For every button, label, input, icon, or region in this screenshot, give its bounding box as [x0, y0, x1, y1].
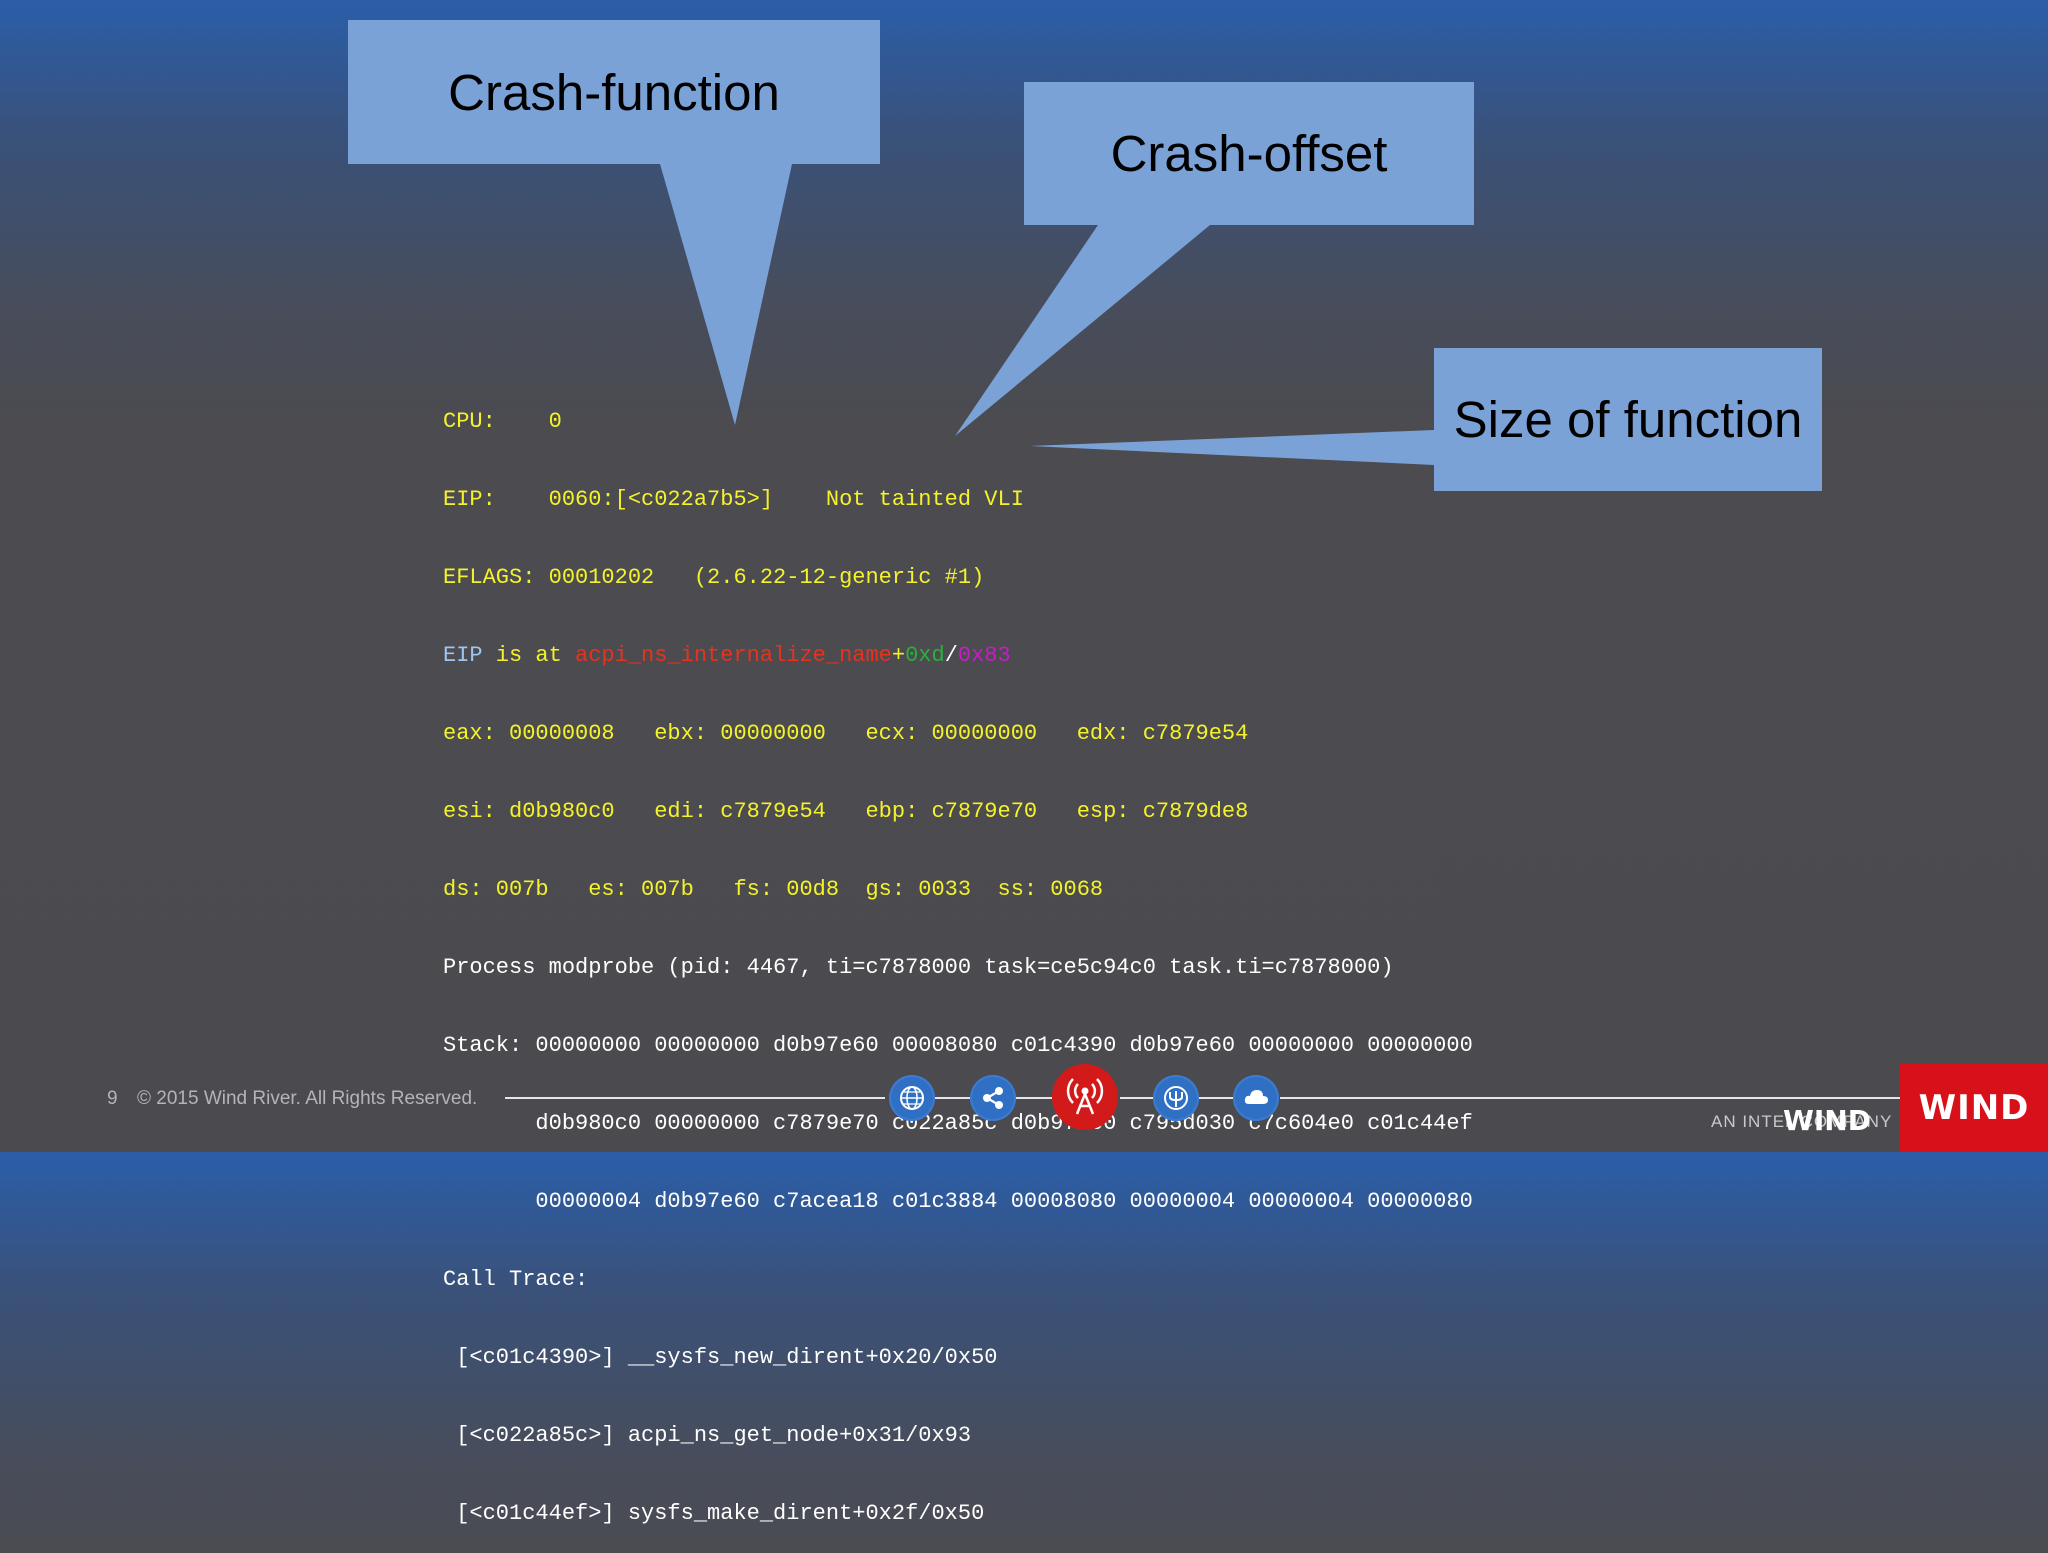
size-of-function-callout — [1030, 348, 1822, 491]
footer-divider — [1016, 1097, 1052, 1099]
cpu-line: CPU: 0 — [443, 409, 562, 434]
globe-icon[interactable] — [889, 1075, 935, 1121]
broadcast-icon[interactable] — [1052, 1064, 1118, 1130]
share-icon[interactable] — [970, 1075, 1016, 1121]
slash-sign: / — [944, 643, 958, 668]
stack-line-1: Stack: 00000000 00000000 d0b97e60 000080… — [443, 1033, 1473, 1058]
kernel-oops-dump: CPU: 0 EIP: 0060:[<c022a7b5>] Not tainte… — [443, 357, 1473, 1553]
cloud-icon[interactable] — [1233, 1075, 1279, 1121]
footer-divider — [1198, 1097, 1234, 1099]
call-trace-entry: [<c022a85c>] acpi_ns_get_node+0x31/0x93 — [443, 1423, 972, 1448]
callout-shapes — [348, 20, 1822, 491]
call-trace-entry: [<c01c4390>] __sysfs_new_dirent+0x20/0x5… — [443, 1345, 998, 1370]
stack-line-2: d0b980c0 00000000 c7879e70 c022a85c d0b9… — [443, 1111, 1473, 1136]
eip-label: EIP — [443, 643, 483, 668]
registers-line-2: esi: d0b980c0 edi: c7879e54 ebp: c7879e7… — [443, 799, 1249, 824]
process-line: Process modprobe (pid: 4467, ti=c7878000… — [443, 955, 1394, 980]
crash-offset-callout — [955, 82, 1474, 436]
eflags-line: EFLAGS: 00010202 (2.6.22-12-generic #1) — [443, 565, 985, 590]
call-trace-header: Call Trace: — [443, 1267, 589, 1292]
stack-line-3: 00000004 d0b97e60 c7acea18 c01c3884 0000… — [443, 1189, 1473, 1214]
eip-address-line: EIP: 0060:[<c022a7b5>] Not tainted VLI — [443, 487, 1024, 512]
slide-number: 9 — [107, 1088, 118, 1109]
plus-sign: + — [891, 643, 906, 668]
crash-function-callout — [348, 20, 880, 425]
segment-registers-line: ds: 007b es: 007b fs: 00d8 gs: 0033 ss: … — [443, 877, 1104, 902]
footer-divider — [935, 1097, 971, 1099]
footer-divider — [505, 1097, 885, 1099]
copyright-text: © 2015 Wind River. All Rights Reserved. — [137, 1088, 478, 1109]
brand-overlay-text: WIND — [1783, 1104, 1871, 1137]
footer-divider — [1280, 1097, 1900, 1099]
call-trace-entry: [<c01c44ef>] sysfs_make_dirent+0x2f/0x50 — [443, 1501, 985, 1526]
crash-offset-value: 0xd — [905, 643, 945, 668]
footer-divider — [1120, 1097, 1156, 1099]
eip-location-line: EIP is at acpi_ns_internalize_name+0xd/0… — [443, 643, 1473, 669]
registers-line-1: eax: 00000008 ebx: 00000000 ecx: 0000000… — [443, 721, 1249, 746]
brand-name: WIND — [1918, 1088, 2030, 1128]
crash-function-name: acpi_ns_internalize_name — [575, 643, 892, 668]
brand-tagline: AN INTEL COMPANY — [1711, 1112, 1893, 1131]
eip-is-at: is at — [482, 643, 576, 668]
crash-offset-label: Crash-offset — [1110, 125, 1388, 182]
function-size-value: 0x83 — [957, 643, 1011, 668]
trident-icon[interactable] — [1153, 1075, 1199, 1121]
crash-function-label: Crash-function — [448, 63, 780, 121]
wind-river-logo[interactable]: WIND — [1900, 1064, 2048, 1152]
size-of-function-label: Size of function — [1453, 391, 1803, 448]
